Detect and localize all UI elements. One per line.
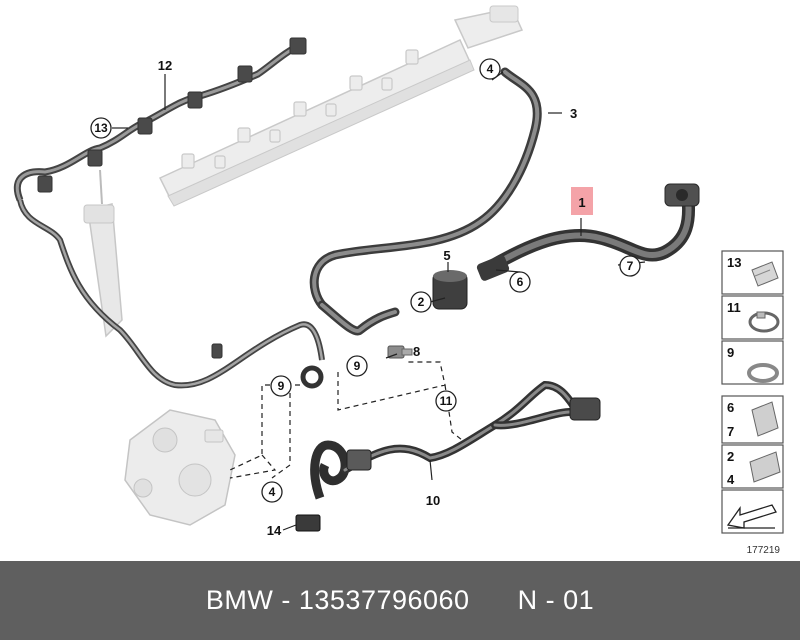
callout-9-right: 9 xyxy=(346,355,368,377)
label-12: 12 xyxy=(158,58,172,73)
label-8: 8 xyxy=(413,344,420,359)
legend-row-13: 13 xyxy=(721,250,784,295)
high-pressure-pump xyxy=(124,409,236,526)
wiring-harness xyxy=(14,37,325,389)
callout-label: 13 xyxy=(94,121,108,135)
fuel-supply-line xyxy=(310,380,601,500)
label-3: 3 xyxy=(570,106,577,121)
legend-label: 4 xyxy=(727,472,735,487)
footer-gap xyxy=(470,585,518,616)
footer-brand: BMW xyxy=(205,585,274,615)
dashed-leaders xyxy=(229,361,463,479)
legend-panel: 13 11 9 6 7 2 4 xyxy=(721,250,784,556)
footer-code: N - 01 xyxy=(517,585,595,615)
screw xyxy=(387,345,413,359)
legend-row-arrow xyxy=(721,489,784,534)
legend-row-11: 11 xyxy=(721,295,784,340)
callout-label: 9 xyxy=(354,359,361,373)
legend-label: 6 xyxy=(727,400,734,415)
callout-label: 9 xyxy=(278,379,285,393)
connector xyxy=(295,514,321,532)
legend-row-2-4: 2 4 xyxy=(721,444,784,489)
legend-label: 11 xyxy=(727,300,741,315)
callout-6: 6 xyxy=(509,271,531,293)
legend-row-9: 9 xyxy=(721,340,784,385)
label-14: 14 xyxy=(267,523,282,538)
callout-4-top: 4 xyxy=(479,58,501,80)
legend-label: 7 xyxy=(727,424,734,439)
parts-diagram: 4 13 2 6 7 9 9 11 4 12 3 5 8 10 14 1 xyxy=(14,5,784,556)
quick-connector xyxy=(664,183,700,207)
footer-bar: BMW - 13537796060 N - 01 xyxy=(0,561,800,640)
arrow-icon xyxy=(726,504,777,529)
callout-label: 11 xyxy=(440,394,453,408)
legend-label: 9 xyxy=(727,345,734,360)
highlight-part-1: 1 xyxy=(571,187,593,215)
callout-9-left: 9 xyxy=(270,375,292,397)
legend-label: 2 xyxy=(727,449,734,464)
callout-7: 7 xyxy=(619,255,641,277)
seal-ring xyxy=(300,365,324,389)
highlight-label: 1 xyxy=(578,195,585,210)
callout-label: 4 xyxy=(487,62,494,76)
callout-label: 6 xyxy=(517,275,524,289)
label-10: 10 xyxy=(426,493,440,508)
legend-label: 13 xyxy=(727,255,741,270)
fuel-rail xyxy=(158,5,524,207)
callout-4-bottom: 4 xyxy=(261,481,283,503)
fuel-hose-main xyxy=(476,191,696,281)
damper xyxy=(432,270,468,310)
fuel-return-hose xyxy=(309,67,542,336)
reference-number: 177219 xyxy=(747,545,781,556)
callout-label: 2 xyxy=(418,295,425,309)
callout-11: 11 xyxy=(435,390,457,412)
callout-label: 4 xyxy=(269,485,276,499)
injector xyxy=(83,169,123,338)
label-5: 5 xyxy=(443,248,450,263)
legend-row-6-7: 6 7 xyxy=(721,395,784,444)
callout-2: 2 xyxy=(410,291,432,313)
footer-separator: - xyxy=(273,585,299,615)
callout-13: 13 xyxy=(90,117,112,139)
footer-part-number: 13537796060 xyxy=(298,585,470,615)
callout-label: 7 xyxy=(627,259,634,273)
